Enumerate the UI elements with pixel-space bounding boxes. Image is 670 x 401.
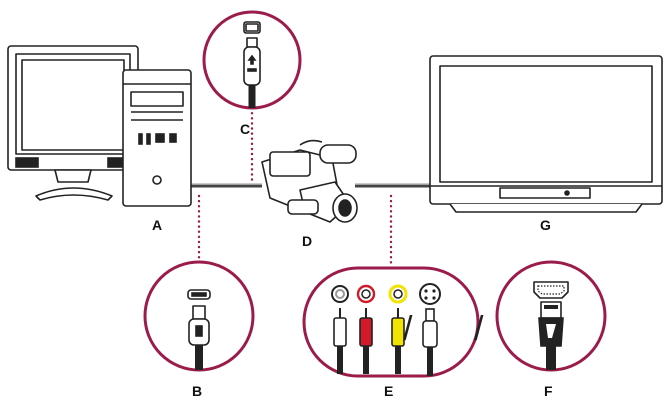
camcorder-icon [261,139,358,223]
television-icon [429,55,663,213]
label-e: E [384,383,393,399]
label-d: D [302,233,312,249]
label-b: B [192,383,202,399]
tower-computer-icon [122,69,192,207]
composite-av-connector-icon [331,284,408,374]
s-video-connector-icon [419,283,441,376]
ef-outer-separator: / [474,310,484,348]
e-inner-separator: / [403,310,413,348]
firewire-connector-icon [243,21,261,108]
hdmi-connector-callout [495,260,607,372]
label-a: A [152,217,162,233]
label-g: G [540,217,551,233]
label-c: C [240,121,250,137]
main-cables [185,183,430,188]
hdmi-connector-icon [533,281,569,370]
callout-lines [197,101,393,268]
firewire-connector-callout [202,10,302,110]
usb-connector-icon [187,289,211,370]
av-connector-callout: / [302,266,480,378]
label-f: F [544,383,553,399]
monitor-icon [7,45,139,201]
usb-connector-callout [143,260,255,372]
